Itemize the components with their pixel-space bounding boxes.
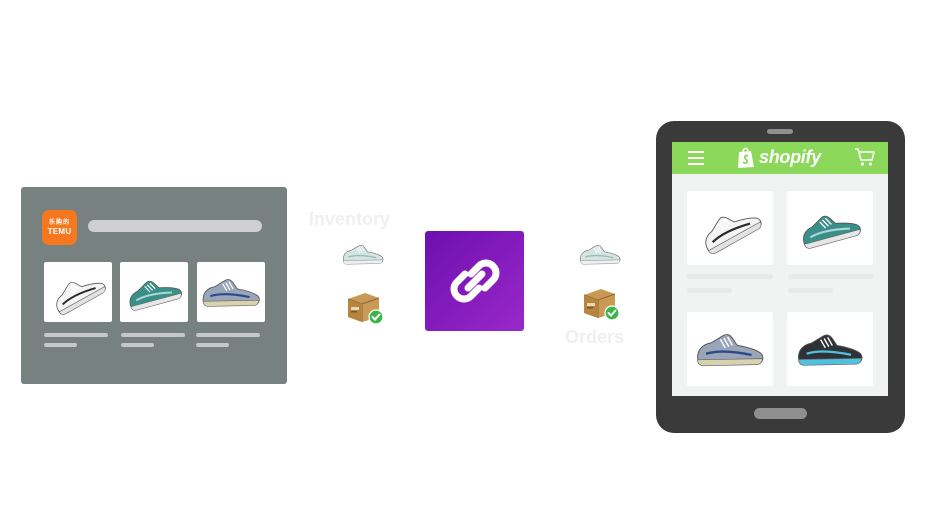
orders-label: Orders <box>565 327 625 347</box>
link-icon <box>450 259 499 303</box>
inventory-label: Inventory <box>309 209 391 229</box>
hamburger-menu-icon[interactable] <box>687 150 705 166</box>
package-check-icon <box>343 290 387 324</box>
teal-sneaker-icon <box>793 195 868 261</box>
placeholder-line <box>121 343 154 347</box>
shopify-product-card <box>687 191 773 265</box>
blue-grey-sneaker-icon <box>200 272 262 312</box>
placeholder-line <box>788 274 874 279</box>
temu-product-card <box>44 262 112 322</box>
shopify-product-card <box>787 312 873 386</box>
temu-product-card <box>197 262 265 322</box>
white-sneaker-icon <box>688 191 773 265</box>
sneaker-pair-icon <box>578 240 622 268</box>
temu-search-placeholder <box>88 220 262 232</box>
temu-logo-subtitle: 乐购的 <box>48 219 70 226</box>
black-cyan-sneaker-icon <box>795 325 865 373</box>
shopping-bag-icon <box>738 147 754 168</box>
shopify-tablet: shopify <box>656 121 905 433</box>
tablet-home-button <box>754 408 807 419</box>
white-sneaker-icon <box>44 262 112 322</box>
placeholder-line <box>44 343 77 347</box>
placeholder-line <box>121 333 185 337</box>
shopify-header: shopify <box>672 142 888 174</box>
cart-icon[interactable] <box>854 147 876 167</box>
placeholder-line <box>44 333 108 337</box>
temu-marketplace-panel: 乐购的 TEMU <box>21 187 287 384</box>
placeholder-line <box>788 288 833 293</box>
temu-logo: 乐购的 TEMU <box>42 210 77 245</box>
shopify-product-card <box>687 312 773 386</box>
teal-sneaker-icon <box>120 263 187 322</box>
placeholder-line <box>687 274 773 279</box>
placeholder-line <box>687 288 732 293</box>
sync-link-hub <box>425 231 524 331</box>
shopify-wordmark: shopify <box>759 147 821 167</box>
tablet-screen: shopify <box>672 142 888 396</box>
sneaker-pair-icon <box>341 240 385 268</box>
blue-grey-sneaker-icon <box>694 326 766 372</box>
tablet-speaker <box>767 129 793 134</box>
placeholder-line <box>196 333 260 337</box>
package-check-icon <box>579 286 623 320</box>
temu-logo-text: TEMU <box>47 226 72 236</box>
shopify-product-card <box>787 191 873 265</box>
temu-product-card <box>120 262 188 322</box>
shopify-logo: shopify <box>736 146 821 169</box>
placeholder-line <box>196 343 229 347</box>
